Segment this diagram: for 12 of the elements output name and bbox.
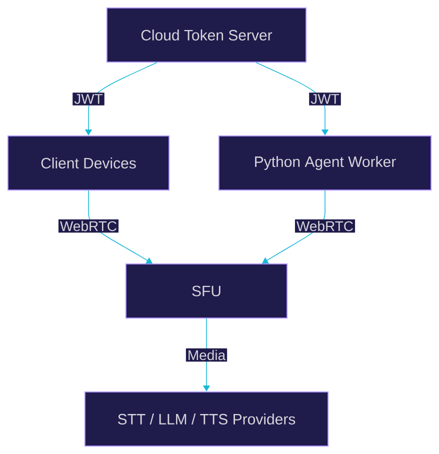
process-box: Cloud Token Server [106,8,306,62]
edge-label: WebRTC [58,219,119,233]
arrow [256,62,329,136]
edge-label: Media [186,348,228,362]
arrow [88,190,152,264]
process-box: SFU [126,264,288,318]
process-box: Client Devices [8,136,170,190]
process-box: STT / LLM / TTS Providers [84,392,328,446]
process-box: Python Agent Worker [218,136,432,190]
edge-label: JWT [72,92,104,106]
edge-label: WebRTC [294,219,356,233]
edge-label: JWT [309,92,341,106]
